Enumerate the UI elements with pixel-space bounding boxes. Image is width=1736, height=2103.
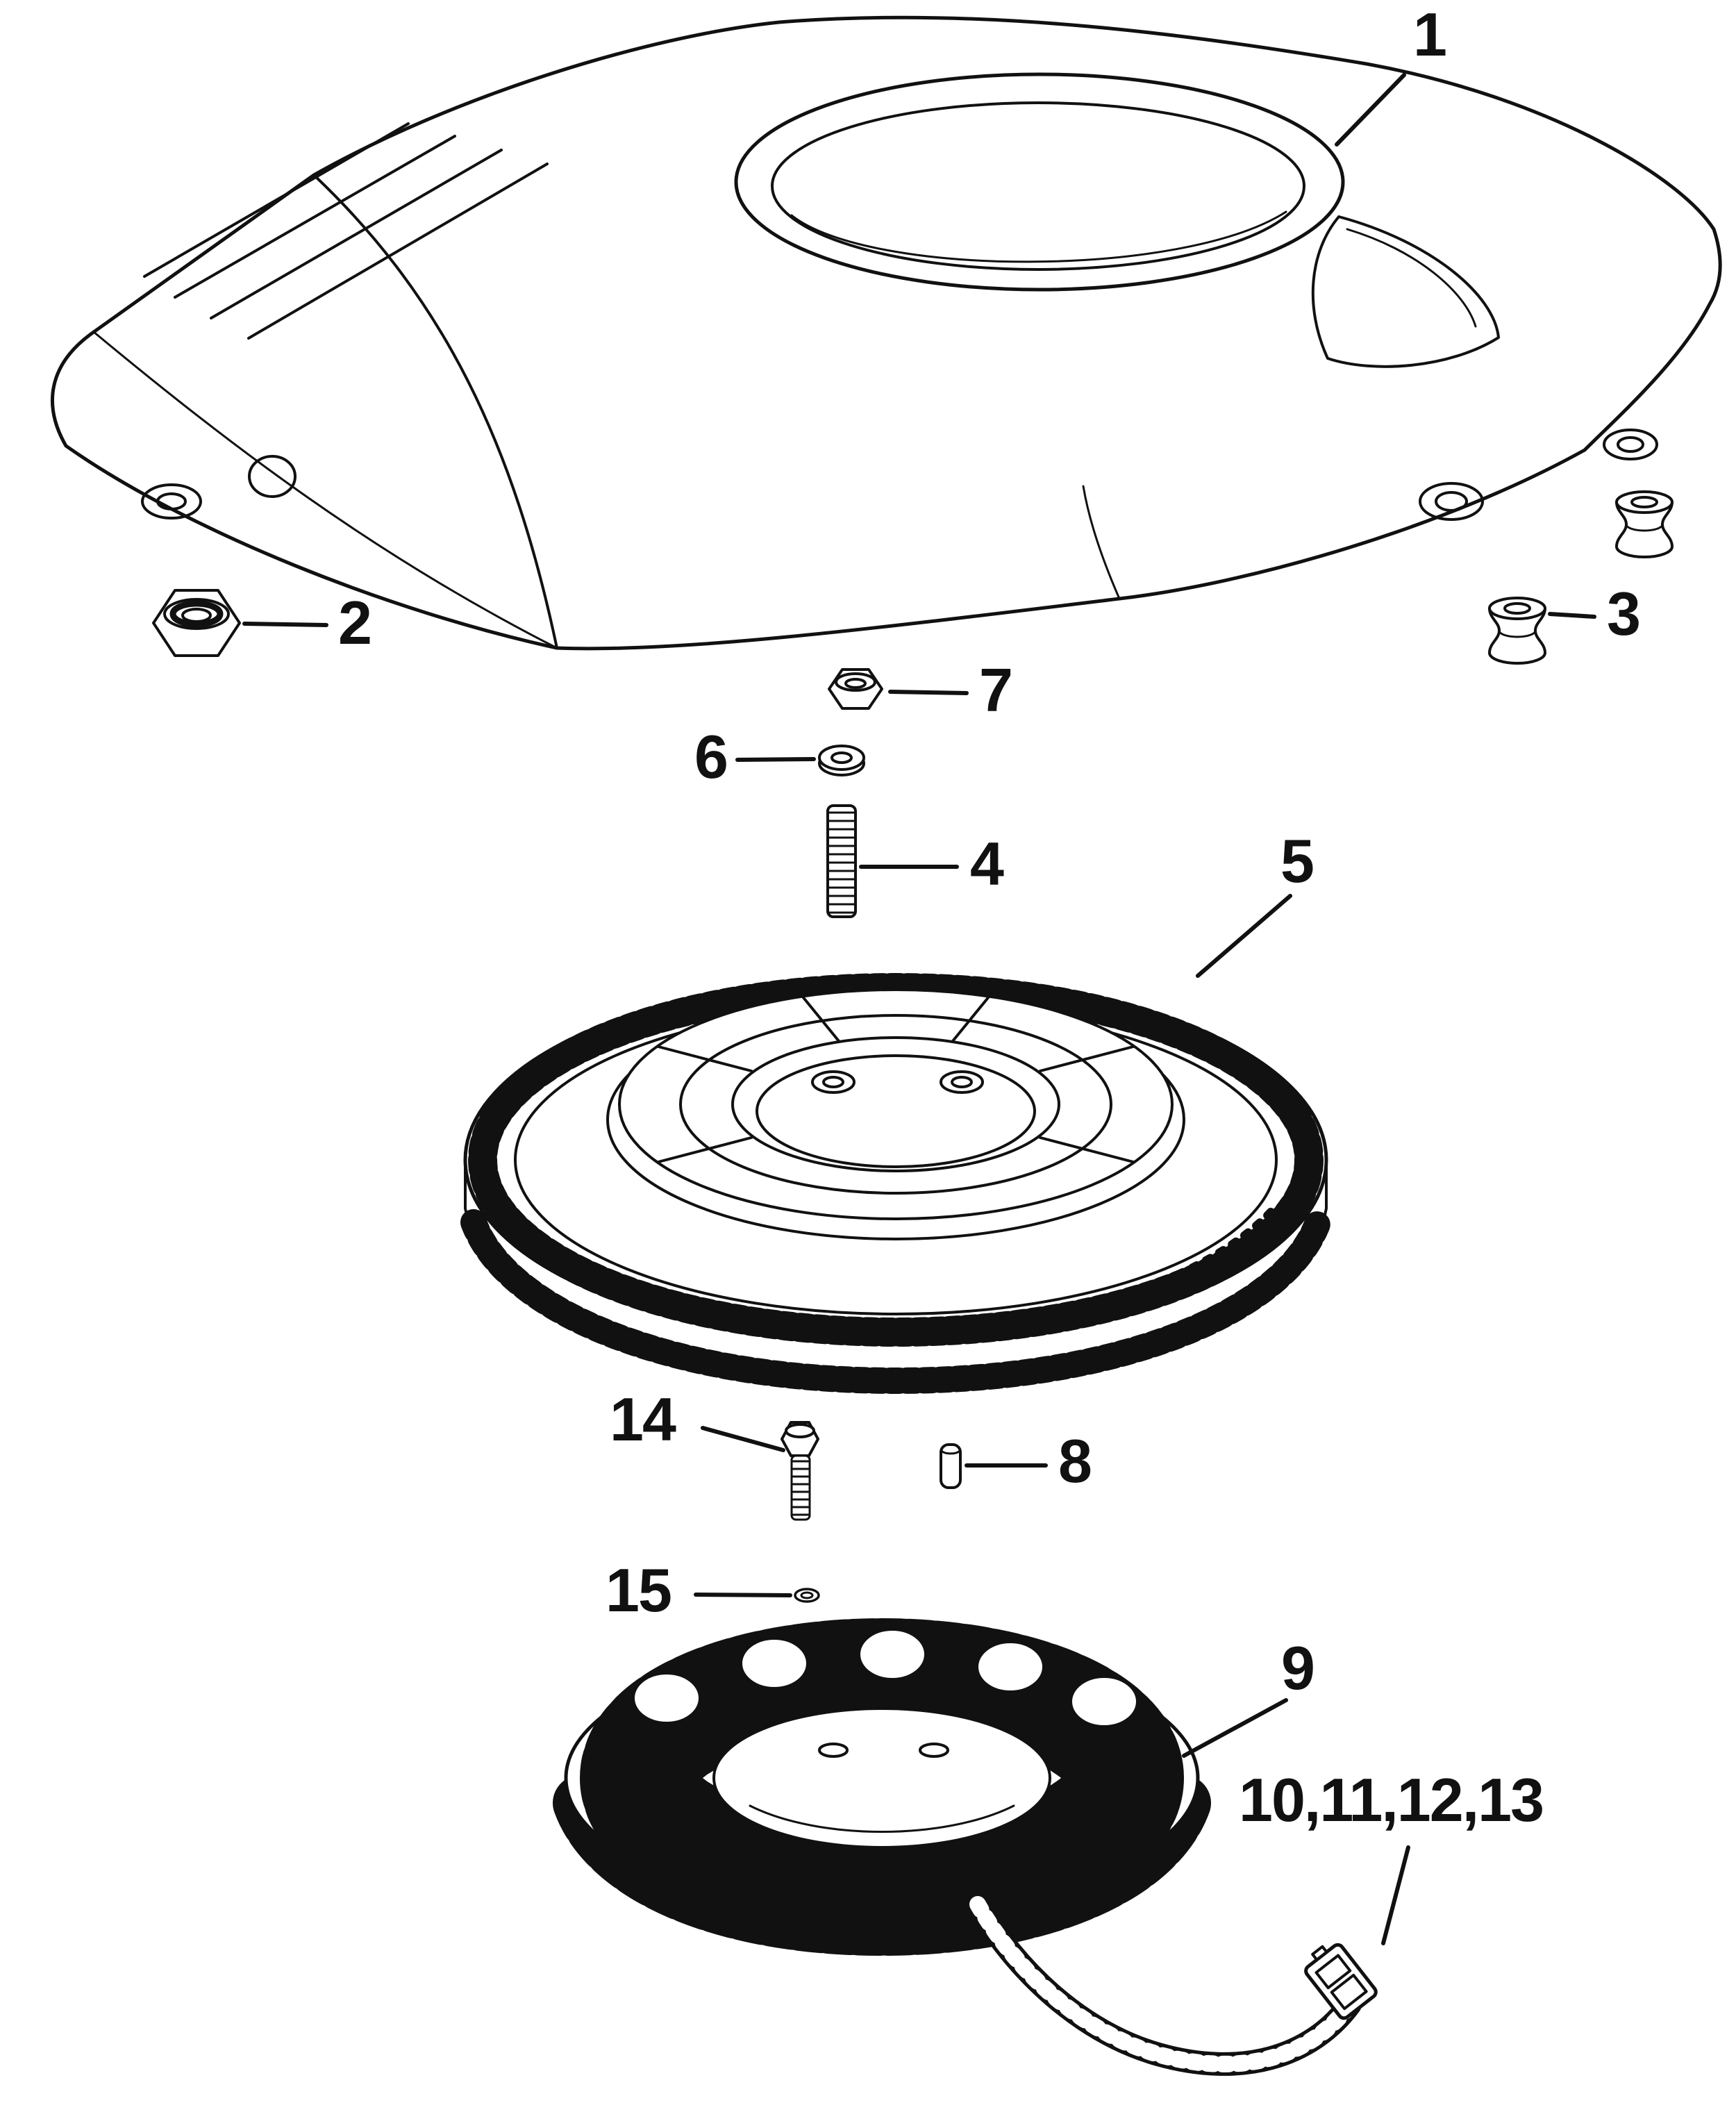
- leader-lines: [242, 73, 1596, 1945]
- locknut: [152, 589, 241, 657]
- stator: [553, 1618, 1211, 1956]
- rubber-mount-upper: [1615, 490, 1674, 558]
- stator-coil-tops: [632, 1628, 1139, 1728]
- callout-8: 8: [1058, 1427, 1092, 1495]
- hex-nut: [828, 668, 883, 710]
- callout-7: 7: [979, 656, 1013, 724]
- callout-3: 3: [1607, 579, 1641, 648]
- cover-scoop: [1311, 215, 1500, 368]
- engine-cover: [51, 15, 1722, 651]
- leader-6: [735, 757, 816, 762]
- leader-9: [1182, 1698, 1288, 1758]
- leader-5: [1196, 894, 1292, 978]
- small-washer: [794, 1588, 820, 1603]
- callout-14: 14: [610, 1385, 676, 1454]
- callout-1: 1: [1413, 0, 1447, 69]
- leader-10: [1381, 1845, 1410, 1945]
- flat-washer: [818, 745, 865, 776]
- callout-2: 2: [338, 588, 372, 657]
- callout-9: 9: [1281, 1634, 1315, 1702]
- leader-3: [1548, 612, 1596, 619]
- stator-cable: [908, 1873, 1362, 2076]
- threaded-stud: [826, 804, 857, 918]
- cover-opening: [734, 72, 1345, 292]
- callout-5: 5: [1280, 826, 1314, 895]
- dowel-pin: [940, 1443, 962, 1489]
- callout-6: 6: [694, 722, 728, 791]
- cover-vent-ribs: [143, 122, 549, 340]
- rubber-mount-lower: [1488, 597, 1546, 665]
- leader-1: [1335, 73, 1406, 147]
- leader-7: [888, 690, 969, 695]
- leader-2: [242, 622, 328, 627]
- screw: [781, 1421, 819, 1521]
- flywheel-spokes: [657, 995, 1135, 1163]
- callout-15: 15: [606, 1556, 672, 1624]
- stator-connector: [1304, 1943, 1378, 2020]
- callout-10-11-12-13: 10,11,12,13: [1239, 1765, 1544, 1834]
- callout-4: 4: [970, 829, 1004, 898]
- leader-14: [701, 1426, 785, 1452]
- flywheel: [460, 973, 1331, 1394]
- cover-bolt-bosses: [141, 429, 1658, 521]
